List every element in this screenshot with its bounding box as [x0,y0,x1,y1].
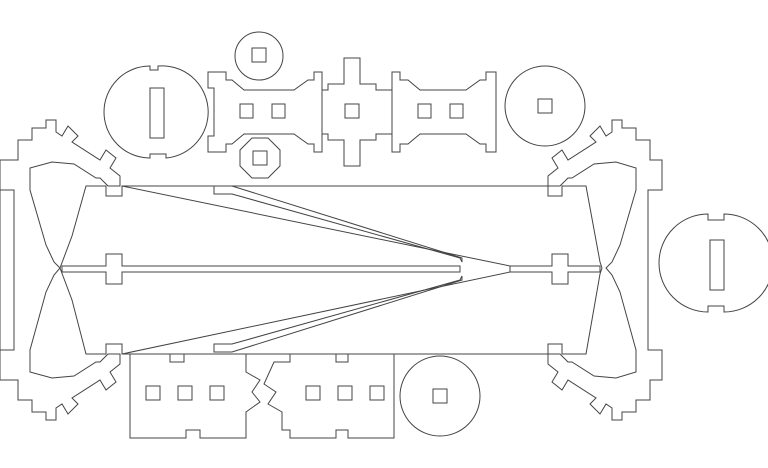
square-hole [432,388,448,404]
square-hole [239,103,254,119]
disc-outline [399,355,481,437]
converging-line-top [121,185,511,267]
disc-outline [504,65,586,147]
left-end-plate [0,119,121,421]
square-hole [449,103,464,119]
left-plate-inner-edge [0,189,15,351]
disc-outline [103,65,209,159]
rect-connector-three-holes-left [129,353,261,439]
octagon-disc [239,137,281,179]
cross-connector [321,57,393,167]
square-hole [537,98,553,114]
connector-outline [263,353,395,439]
center-slot-right [509,253,601,285]
octagon-outline [239,137,281,179]
round-disc-with-slot-left [103,65,209,159]
center-body [59,185,603,355]
connector-outline [207,71,323,153]
round-disc-with-square-hole-small [234,31,284,81]
disc-outline [234,31,284,81]
square-hole [251,47,267,63]
slot-hole [709,239,725,291]
round-disc-with-square-hole-top-right [504,65,586,147]
square-hole [337,385,353,401]
bowtie-connector-right [391,71,497,153]
center-slot-left [61,253,461,285]
right-end-plate [547,119,663,421]
square-hole [252,150,268,166]
diagonal-strut-top [213,185,463,263]
round-disc-with-slot-right [658,213,768,313]
square-hole [369,385,385,401]
square-hole [209,385,225,401]
square-hole [271,103,286,119]
rect-connector-three-holes-right [263,353,395,439]
connector-outline [391,71,497,153]
bowtie-connector-left [207,71,323,153]
connector-outline [321,57,393,167]
slot-hole [149,87,165,139]
square-hole [305,385,321,401]
main-frame [0,119,663,421]
square-hole [145,385,161,401]
square-hole [344,103,360,119]
round-disc-with-square-hole-bottom [399,355,481,437]
square-hole [417,103,432,119]
square-hole [177,385,193,401]
disc-outline [658,213,768,313]
connector-outline [129,353,261,439]
converging-line-bottom [121,271,511,355]
diagonal-strut-bottom [213,275,463,353]
